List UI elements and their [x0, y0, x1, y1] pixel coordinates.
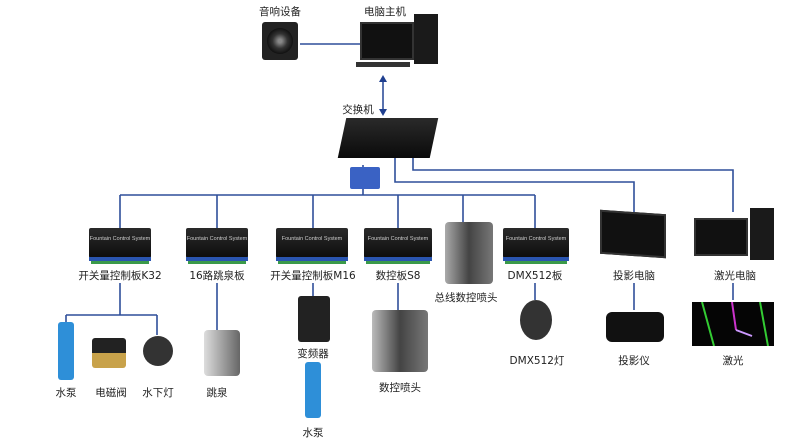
label-pump1: 水泵	[55, 387, 77, 399]
label-m16: 开关量控制板M16	[270, 270, 356, 282]
label-nozzle: 数控喷头	[379, 382, 421, 394]
label-underwater-light: 水下灯	[142, 387, 174, 399]
pc-tower-icon	[414, 14, 438, 64]
label-laser: 激光	[722, 355, 744, 367]
arrow-up-icon	[379, 75, 387, 82]
label-s8: 数控板S8	[375, 270, 421, 282]
label-valve: 电磁阀	[95, 387, 127, 399]
bus-nozzle-icon	[445, 222, 493, 284]
label-bus-nozzle: 总线数控喷头	[434, 292, 498, 304]
board-dmx: Fountain Control System	[503, 228, 569, 264]
wire-projector-pc	[394, 155, 635, 212]
label-projector: 投影仪	[618, 355, 650, 367]
label-dmx: DMX512板	[507, 270, 563, 282]
switch-label: 交换机	[342, 104, 374, 116]
board-16: Fountain Control System	[186, 228, 248, 264]
board-m16: Fountain Control System	[276, 228, 348, 264]
nozzle-icon	[372, 310, 428, 372]
label-inverter: 变频器	[297, 348, 329, 360]
wire-laser-pc	[412, 155, 734, 212]
pump2-icon	[305, 362, 321, 418]
speaker-icon	[262, 22, 298, 60]
label-pump2: 水泵	[302, 427, 324, 439]
converter-icon	[350, 167, 380, 189]
laser-tower-icon	[750, 208, 774, 260]
board-s8: Fountain Control System	[364, 228, 432, 264]
board-k32: Fountain Control System	[89, 228, 151, 264]
arrow-down-icon	[379, 109, 387, 116]
host-pc-label: 电脑主机	[364, 6, 406, 18]
valve-icon	[92, 338, 126, 368]
label-dmx-light: DMX512灯	[509, 355, 565, 367]
label-jump-fountain: 跳泉	[206, 387, 228, 399]
keyboard-icon	[356, 62, 410, 67]
inverter-icon	[298, 296, 330, 342]
label-16: 16路跳泉板	[189, 270, 245, 282]
dmx-light-icon	[520, 300, 552, 340]
laser-pc-icon	[694, 218, 748, 256]
jump-fountain-icon	[204, 330, 240, 376]
label-laser-pc: 激光电脑	[714, 270, 756, 282]
underwater-light-icon	[143, 336, 173, 366]
label-projection-pc: 投影电脑	[613, 270, 655, 282]
projector-icon	[606, 312, 664, 342]
laser-image	[692, 301, 774, 347]
network-switch-icon	[337, 118, 439, 158]
monitor-icon	[360, 22, 414, 60]
pump-icon	[58, 322, 74, 380]
label-k32: 开关量控制板K32	[78, 270, 162, 282]
projection-pc-icon	[600, 209, 666, 259]
speaker-label: 音响设备	[259, 6, 301, 18]
